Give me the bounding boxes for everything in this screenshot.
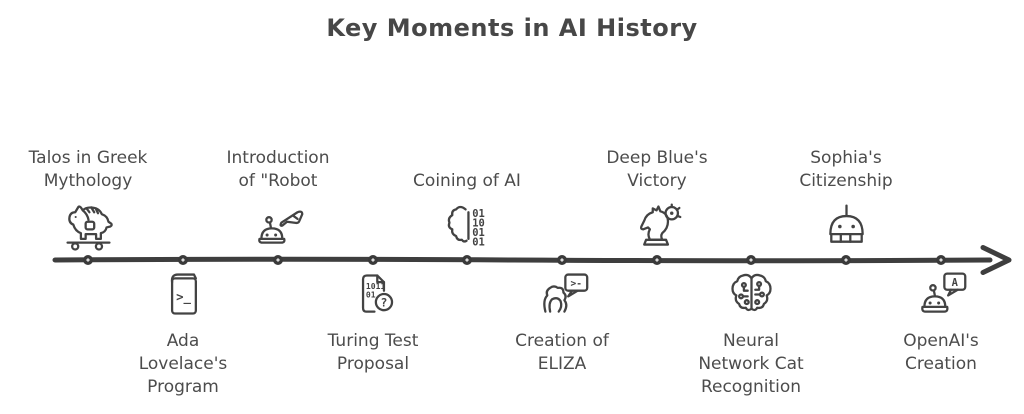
- robot-chat-letter-icon: A: [920, 272, 966, 313]
- event-label: Ada Lovelace's Program: [138, 331, 228, 397]
- event-label: Creation of ELIZA: [515, 331, 609, 374]
- arrow-right-icon: [980, 245, 1012, 275]
- trojan-horse-icon: [65, 205, 113, 251]
- event-label: Talos in Greek Mythology: [28, 148, 148, 192]
- event-label: Neural Network Cat Recognition: [698, 331, 804, 397]
- event-robot-word: Introduction of "Robot: [188, 136, 368, 255]
- timeline-node-dot: [83, 255, 93, 265]
- letter-a-text: A: [951, 277, 958, 289]
- binary-text: 01: [365, 290, 375, 299]
- robot-head-icon: [828, 204, 864, 243]
- event-deep-blue: Deep Blue's Victory: [567, 136, 747, 255]
- event-label: OpenAI's Creation: [903, 331, 979, 374]
- event-coining-ai: Coining of AI 01 10 01 01: [377, 136, 557, 255]
- terminal-prompt-text: >-: [570, 278, 581, 289]
- event-label: Coining of AI: [413, 171, 521, 192]
- page-title: Key Moments in AI History: [326, 14, 698, 42]
- event-openai: A OpenAI's Creation: [851, 266, 1024, 376]
- event-label: Turing Test Proposal: [327, 331, 419, 374]
- binary-text: 1011: [365, 282, 385, 291]
- binary-document-question-icon: 1011 01 ?: [361, 274, 393, 313]
- timeline-node-dot: [462, 255, 472, 265]
- question-mark-text: ?: [380, 295, 387, 309]
- timeline-node-dot: [841, 255, 851, 265]
- binary-text: 10: [472, 218, 485, 230]
- event-label: Sophia's Citizenship: [799, 148, 893, 192]
- person-chat-terminal-icon: >-: [542, 273, 588, 313]
- event-eliza: >- Creation of ELIZA: [472, 266, 652, 376]
- event-ada-lovelace: >_ Ada Lovelace's Program: [93, 266, 273, 399]
- chess-knight-gear-icon: [639, 203, 681, 246]
- event-neural-cat: Neural Network Cat Recognition: [661, 266, 841, 399]
- timeline-node-dot: [652, 255, 662, 265]
- binary-text: 01: [472, 208, 485, 220]
- terminal-prompt-text: >_: [176, 290, 191, 305]
- event-sophia: Sophia's Citizenship: [756, 136, 936, 255]
- event-label: Deep Blue's Victory: [606, 148, 708, 192]
- timeline-node-dot: [273, 255, 283, 265]
- binary-text: 01: [472, 237, 485, 249]
- timeline-node-dot: [368, 255, 378, 265]
- timeline-node-dot: [178, 255, 188, 265]
- event-turing-test: 1011 01 ? Turing Test Proposal: [283, 266, 463, 376]
- event-label: Introduction of "Robot: [226, 148, 330, 192]
- timeline-node-dot: [936, 255, 946, 265]
- code-book-icon: >_: [170, 273, 197, 315]
- timeline-node-dot: [557, 255, 567, 265]
- binary-text: 01: [472, 227, 485, 239]
- timeline-node-dot: [746, 255, 756, 265]
- brain-binary-icon: 01 10 01 01: [447, 205, 485, 249]
- robot-speech-bubble-icon: [257, 210, 303, 244]
- event-talos: Talos in Greek Mythology: [0, 136, 178, 255]
- brain-circuit-icon: [730, 273, 772, 312]
